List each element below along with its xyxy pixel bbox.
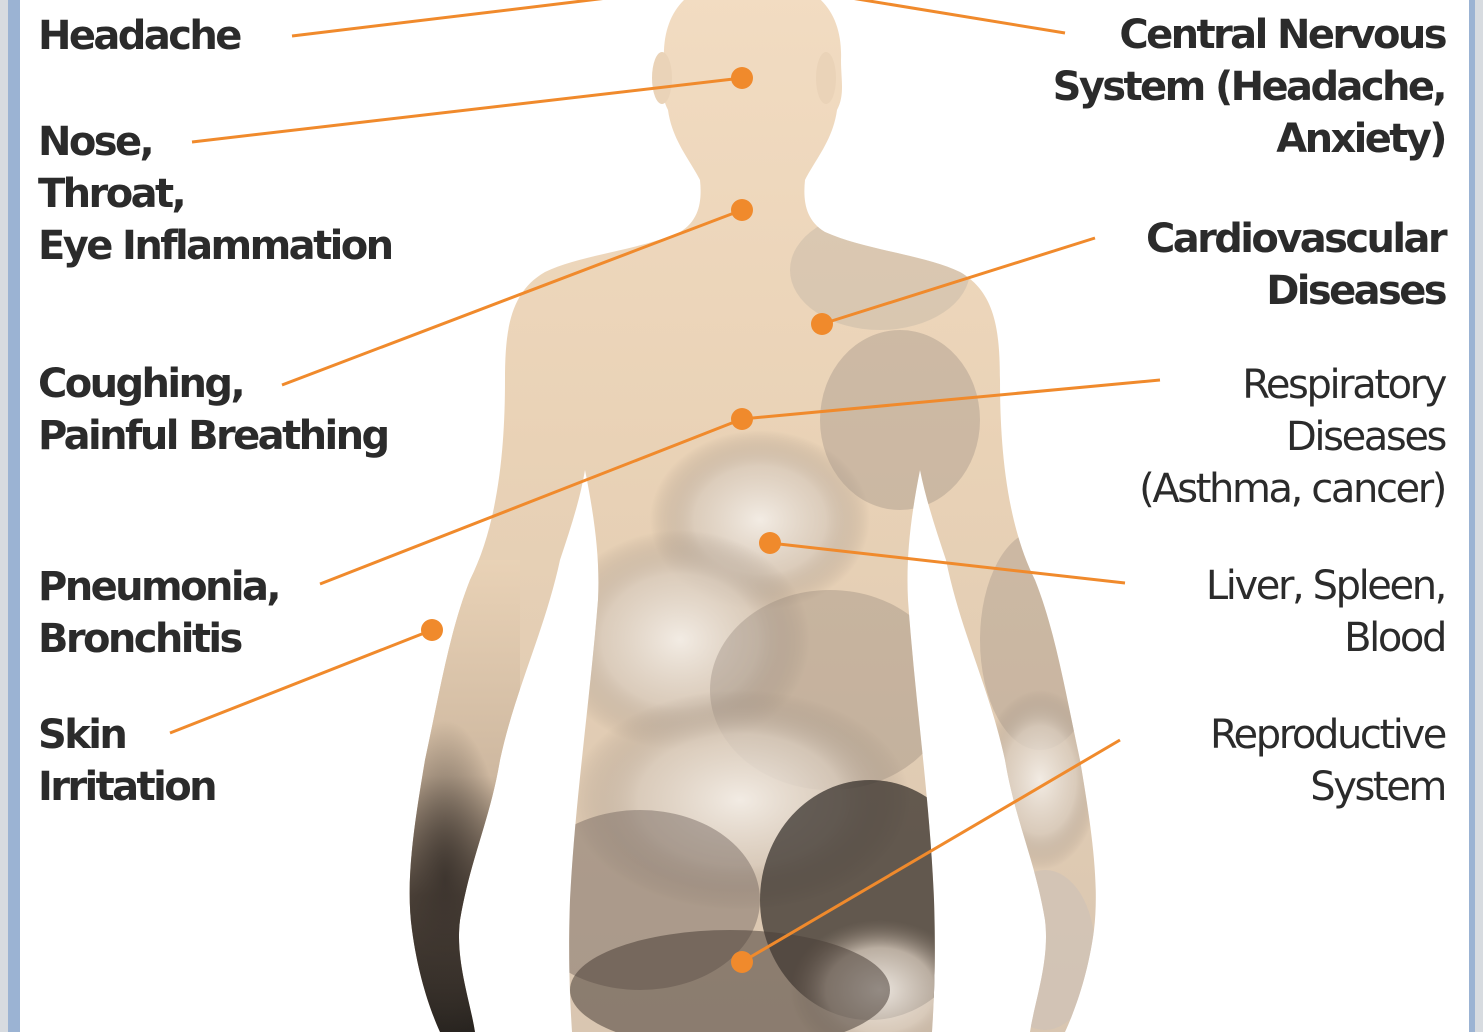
frame-border-right (1469, 0, 1483, 1032)
label-nose-throat-eye: Nose, Throat, Eye Inflammation (38, 116, 391, 272)
marker-dot-nose (731, 67, 753, 89)
marker-dot-reproductive (731, 951, 753, 973)
label-pneumonia: Pneumonia, Bronchitis (38, 561, 279, 665)
marker-dot-lungs (731, 408, 753, 430)
label-reproductive: Reproductive System (1210, 709, 1445, 813)
label-skin-irritation: Skin Irritation (38, 709, 215, 813)
label-cardiovascular: Cardiovascular Diseases (1146, 213, 1445, 317)
label-coughing: Coughing, Painful Breathing (38, 358, 388, 462)
leader-line-headache (292, 0, 690, 36)
label-liver-spleen-blood: Liver, Spleen, Blood (1206, 560, 1445, 664)
frame-border-left (0, 0, 20, 1032)
marker-dot-heart (811, 313, 833, 335)
marker-dot-skin (421, 619, 443, 641)
label-headache: Headache (38, 10, 240, 62)
marker-dot-throat (731, 199, 753, 221)
marker-dot-liver (759, 532, 781, 554)
label-respiratory: Respiratory Diseases (Asthma, cancer) (1139, 359, 1445, 515)
label-central-nervous-system: Central Nervous System (Headache, Anxiet… (1053, 9, 1445, 165)
